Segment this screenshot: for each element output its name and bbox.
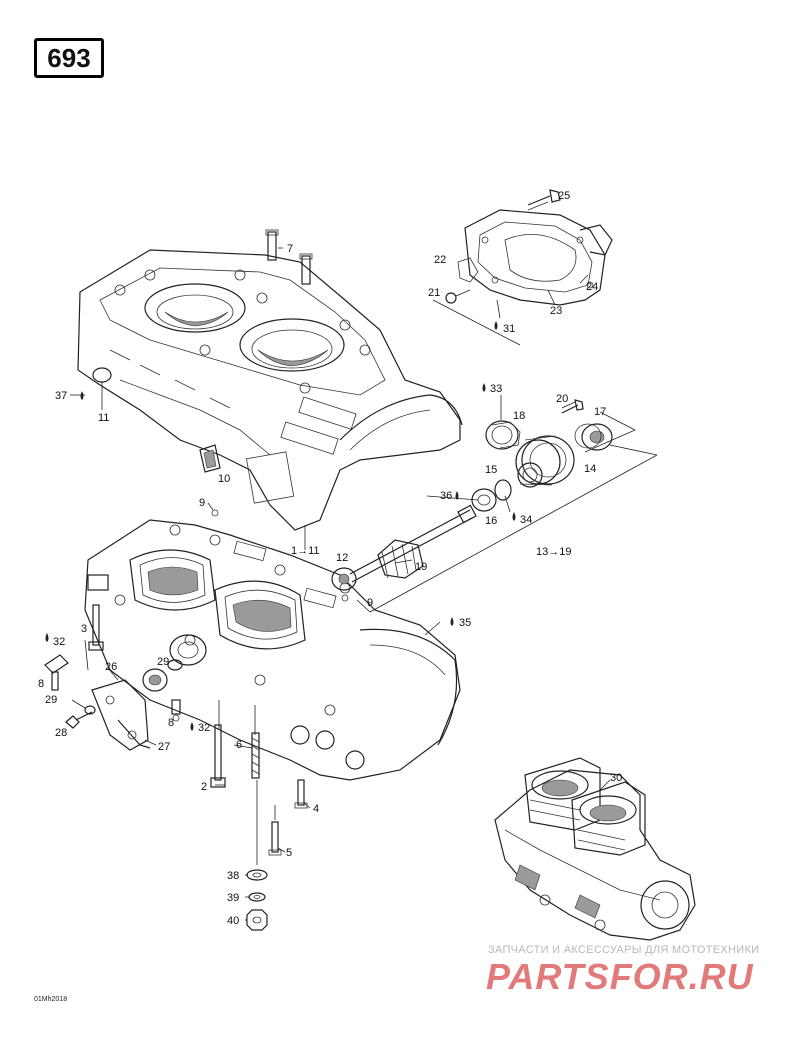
part-25-bolt (527, 189, 561, 211)
oil-drop-icon (512, 512, 516, 521)
oil-drop-icon (190, 722, 194, 731)
shaft-group-bracket-b (356, 599, 371, 613)
callout-18: 18 (513, 410, 525, 422)
callout-35: 35 (459, 617, 471, 629)
watermark-brand: PARTSFOR.RU (486, 956, 754, 997)
callout-10: 10 (218, 473, 230, 485)
callout-36: 36 (440, 490, 452, 502)
part-6-stud (251, 732, 260, 779)
part-28-screw (65, 711, 93, 729)
oil-drop-icon (450, 617, 454, 626)
upper-crankcase (77, 249, 463, 531)
part-19-shaft-gear (349, 504, 477, 583)
callout-37: 37 (55, 390, 67, 402)
callout-4: 4 (313, 803, 319, 815)
callout-8-right: 8 (168, 717, 174, 729)
callout-21: 21 (428, 287, 440, 299)
part-5-bolt (268, 821, 282, 856)
callout-8-left: 8 (38, 678, 44, 690)
callout-22: 22 (434, 254, 446, 266)
callout-24: 24 (586, 281, 598, 293)
part-17-seal (574, 423, 613, 451)
callout-27: 27 (158, 741, 170, 753)
part-18-seal (485, 420, 521, 450)
oil-drop-icon (45, 633, 49, 642)
model-number-box: 693 (34, 38, 104, 78)
callout-23: 23 (550, 305, 562, 317)
part-26-bracket (91, 679, 151, 751)
callout-labels: 25 7 22 21 24 23 31 33 20 18 17 37 11 10… (38, 190, 622, 927)
callout-20: 20 (556, 393, 568, 405)
callout-30: 30 (610, 772, 622, 784)
part-39-lock-washer (248, 892, 266, 902)
callout-9-upper: 9 (199, 497, 205, 509)
part-30-engine-assembly (494, 757, 696, 941)
callout-32-right: 32 (198, 722, 210, 734)
cover-group-bracket (432, 299, 521, 346)
seal-group-bracket (584, 411, 636, 453)
callout-40: 40 (227, 915, 239, 927)
part-8-fitting (44, 654, 69, 691)
callout-29-lower: 29 (45, 694, 57, 706)
oil-drop-icon (80, 391, 84, 400)
callout-17: 17 (594, 406, 606, 418)
part-16-bearing (471, 479, 512, 512)
part-20-screw (561, 399, 584, 414)
shaft-group-bracket-a (369, 454, 658, 613)
callout-2: 2 (201, 781, 207, 793)
part-7-studs (265, 229, 313, 285)
oil-drop-icons (45, 321, 516, 731)
callout-15: 15 (485, 464, 497, 476)
alignment-lines (218, 700, 276, 865)
callout-31: 31 (503, 323, 515, 335)
model-number: 693 (47, 42, 91, 73)
callout-13-to-19: 13→19 (536, 546, 571, 558)
part-9-pins (207, 502, 349, 602)
callout-11: 11 (98, 412, 109, 424)
watermark-tagline: ЗАПЧАСТИ И АКСЕССУАРЫ ДЛЯ МОТОТЕХНИКИ (488, 944, 760, 956)
callout-19: 19 (415, 561, 427, 573)
part-11-plug (70, 367, 112, 410)
callout-1-to-11: 1→11 (291, 545, 320, 557)
callout-14: 14 (584, 463, 596, 475)
callout-39: 39 (227, 892, 239, 904)
oil-drop-icon (482, 383, 486, 392)
callout-9-lower: 9 (367, 597, 373, 609)
callout-16: 16 (485, 515, 497, 527)
callout-28: 28 (55, 727, 67, 739)
part-38-washer (246, 869, 268, 881)
part-12-bearing (331, 567, 357, 591)
callout-38: 38 (227, 870, 239, 882)
part-22-gasket (457, 257, 479, 283)
lower-crankcase (84, 519, 461, 781)
diagram-code: 01Mh2018 (34, 996, 68, 1003)
callout-5: 5 (286, 847, 292, 859)
callout-34: 34 (520, 514, 532, 526)
callout-6: 6 (236, 739, 242, 751)
part-21-oring (445, 289, 471, 304)
part-10-seal (199, 444, 221, 473)
callout-25: 25 (558, 190, 570, 202)
callout-26: 26 (105, 661, 117, 673)
rotary-valve-cover (464, 209, 613, 306)
part-14-housing (515, 435, 575, 486)
part-3-bolt (88, 604, 104, 651)
callout-3: 3 (81, 623, 87, 635)
part-40-nut (246, 909, 268, 931)
oil-drop-icon (494, 321, 498, 330)
callout-29-upper: 29 (157, 656, 169, 668)
callout-7: 7 (287, 243, 293, 255)
callout-12: 12 (336, 552, 348, 564)
part-29-oring (84, 659, 183, 715)
leader-lines (71, 258, 611, 921)
part-2-bolt (210, 724, 226, 788)
part-8b-fitting (171, 699, 181, 722)
callout-33: 33 (490, 383, 502, 395)
part-15-ring (517, 462, 543, 488)
callout-32-left: 32 (53, 636, 65, 648)
oil-drop-icon (455, 491, 459, 500)
shaft-group-bracket-c (609, 444, 658, 456)
